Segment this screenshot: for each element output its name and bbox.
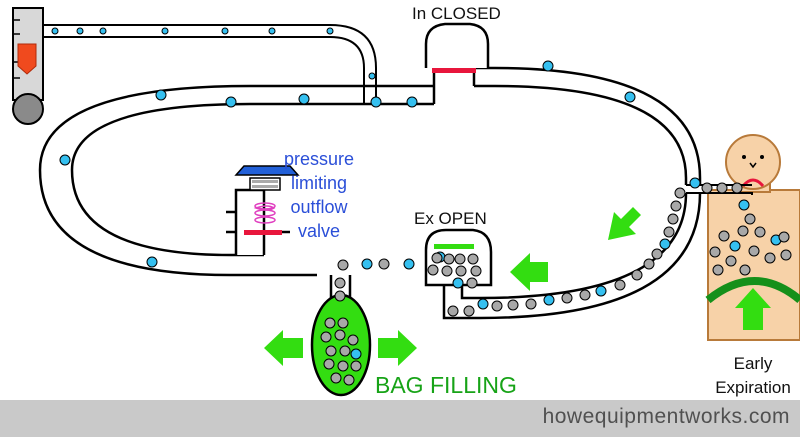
phase-line: Early: [733, 354, 773, 373]
flowmeter-icon: [12, 7, 44, 125]
fresh-gas-bubbles: [51, 27, 782, 360]
plov-label-line: limiting: [291, 173, 348, 193]
breathing-circuit-diagram: [12, 7, 800, 397]
inspiratory-valve: [424, 22, 490, 104]
site-credit: howequipmentworks.com: [542, 405, 790, 428]
bag-state-label: BAG FILLING: [375, 372, 517, 398]
plov-label-line: pressure: [284, 149, 355, 169]
breath-phase-label: Early Expiration: [698, 352, 800, 400]
circuit-tube-outer: [38, 66, 702, 320]
plov-label-line: valve: [298, 221, 341, 241]
inspiratory-valve-label: In CLOSED: [412, 4, 501, 23]
circuit-tube-inner: [70, 84, 688, 300]
movement-arrow-icon: [264, 207, 771, 366]
expiratory-valve-label: Ex OPEN: [414, 209, 487, 228]
phase-line: Expiration: [715, 378, 791, 397]
plov-label-line: outflow: [290, 197, 348, 217]
fresh-gas-line: [43, 24, 377, 104]
footer-bar: howequipmentworks.com: [0, 400, 800, 437]
exhaled-gas-bubbles: [320, 182, 792, 386]
plov-label: pressure limiting outflow valve: [284, 147, 354, 243]
apl-valve: [226, 165, 300, 255]
